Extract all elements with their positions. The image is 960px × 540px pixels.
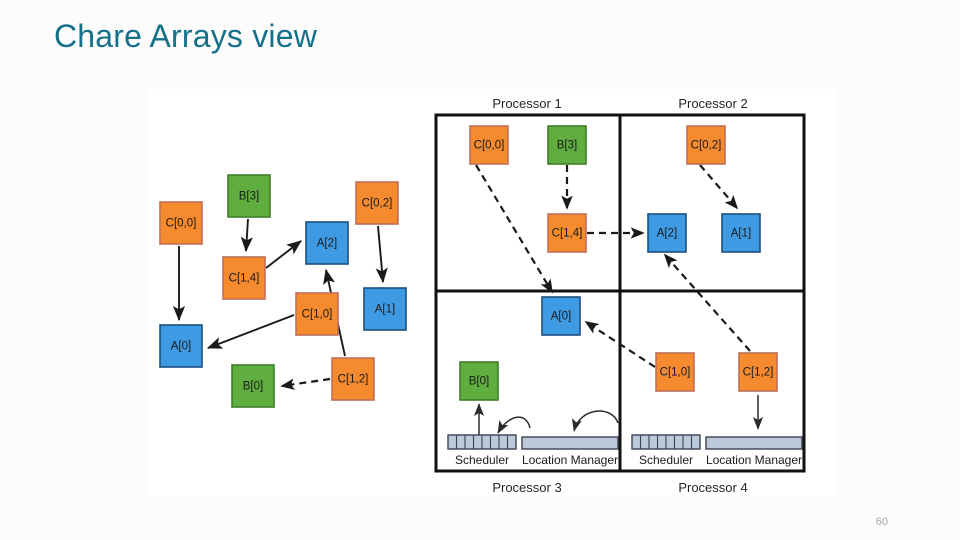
chare-node-label: C[1,2]: [338, 374, 369, 386]
chare-node-a0[interactable]: A[0]: [159, 324, 203, 368]
edge-c00-a0: [475, 164, 553, 294]
runtime-bar-label: Location Manager: [706, 453, 802, 467]
chare-node-c10[interactable]: C[1,0]: [655, 352, 695, 392]
chare-node-label: C[0,0]: [474, 140, 505, 152]
chare-node-c14[interactable]: C[1,4]: [222, 256, 266, 300]
edge-b3-c14: [240, 218, 253, 253]
runtime-arrows: [473, 395, 764, 437]
runtime-bar-label: Location Manager: [522, 453, 618, 467]
runtime-bar-location-manager-p3[interactable]: Location Manager: [521, 436, 619, 467]
chare-node-c10[interactable]: C[1,0]: [295, 292, 339, 336]
edge-c12-b0: [280, 377, 331, 390]
edge-c02-a1: [699, 164, 739, 210]
chare-node-label: A[2]: [657, 228, 677, 240]
chare-node-label: C[1,4]: [552, 228, 583, 240]
edge-c12-a2: [663, 253, 751, 352]
chare-node-label: C[0,2]: [691, 140, 722, 152]
runtime-bar-scheduler-p3[interactable]: Scheduler: [447, 434, 517, 467]
edge-c14-a2: [265, 240, 302, 269]
processor-label-p3: Processor 3: [492, 480, 561, 495]
arrow-locmgr3-to-scheduler3: [497, 416, 531, 434]
chare-node-c00[interactable]: C[0,0]: [159, 201, 203, 245]
logical-nodes: C[0,0] B[3] C[1,4] A[2]: [159, 174, 407, 408]
page-number: 60: [875, 516, 888, 528]
chare-node-c14[interactable]: C[1,4]: [547, 213, 587, 253]
chare-node-a2[interactable]: A[2]: [647, 213, 687, 253]
chare-node-label: B[3]: [239, 191, 259, 203]
chare-node-a2[interactable]: A[2]: [305, 221, 349, 265]
page-title: Chare Arrays view: [54, 18, 318, 54]
chare-node-b0[interactable]: B[0]: [459, 361, 499, 401]
chare-node-label: B[0]: [469, 376, 489, 388]
chare-node-b3[interactable]: B[3]: [227, 174, 271, 218]
chare-node-label: C[1,0]: [660, 367, 691, 379]
chare-node-label: C[1,4]: [229, 273, 260, 285]
chare-node-a1[interactable]: A[1]: [721, 213, 761, 253]
chare-node-a0[interactable]: A[0]: [541, 296, 581, 336]
processor-mapping-view: Processor 1 Processor 2 Processor 3 Proc…: [434, 96, 806, 495]
chare-node-c00[interactable]: C[0,0]: [469, 125, 509, 165]
chare-node-label: A[0]: [171, 341, 191, 353]
processor-nodes: C[0,0] B[3] C[1,4] C[0,2]: [459, 125, 778, 401]
migration-edges: [475, 164, 751, 368]
processor-label-p1: Processor 1: [492, 96, 561, 111]
chare-node-a1[interactable]: A[1]: [363, 287, 407, 331]
chare-node-label: C[1,2]: [743, 367, 774, 379]
chare-node-c02[interactable]: C[0,2]: [355, 181, 399, 225]
chare-node-label: A[1]: [375, 304, 395, 316]
edge-c10-a0: [206, 314, 295, 349]
chare-node-c02[interactable]: C[0,2]: [686, 125, 726, 165]
chare-node-label: C[0,2]: [362, 198, 393, 210]
chare-node-label: C[0,0]: [166, 218, 197, 230]
edge-c02-a1: [375, 225, 388, 284]
chare-node-c12[interactable]: C[1,2]: [331, 357, 375, 401]
chare-node-label: B[0]: [243, 381, 263, 393]
chare-node-label: B[3]: [557, 140, 577, 152]
chare-node-label: C[1,0]: [302, 309, 333, 321]
edge-c10-a0: [584, 321, 656, 368]
runtime-bar-label: Scheduler: [455, 453, 509, 467]
arrow-p4-locmgr-to-p3-locmgr: [571, 410, 619, 432]
runtime-bar-scheduler-p4[interactable]: Scheduler: [631, 434, 701, 467]
chare-arrays-figure: C[0,0] B[3] C[1,4] A[2]: [148, 89, 834, 497]
chare-node-c12[interactable]: C[1,2]: [738, 352, 778, 392]
chare-node-b0[interactable]: B[0]: [231, 364, 275, 408]
chare-node-b3[interactable]: B[3]: [547, 125, 587, 165]
chare-node-label: A[2]: [317, 238, 337, 250]
chare-array-logical-view: C[0,0] B[3] C[1,4] A[2]: [159, 174, 407, 408]
processor-label-p4: Processor 4: [678, 480, 747, 495]
chare-node-label: A[0]: [551, 311, 571, 323]
runtime-bar-location-manager-p4[interactable]: Location Manager: [705, 436, 803, 467]
processor-label-p2: Processor 2: [678, 96, 747, 111]
runtime-bar-label: Scheduler: [639, 453, 693, 467]
chare-node-label: A[1]: [731, 228, 751, 240]
